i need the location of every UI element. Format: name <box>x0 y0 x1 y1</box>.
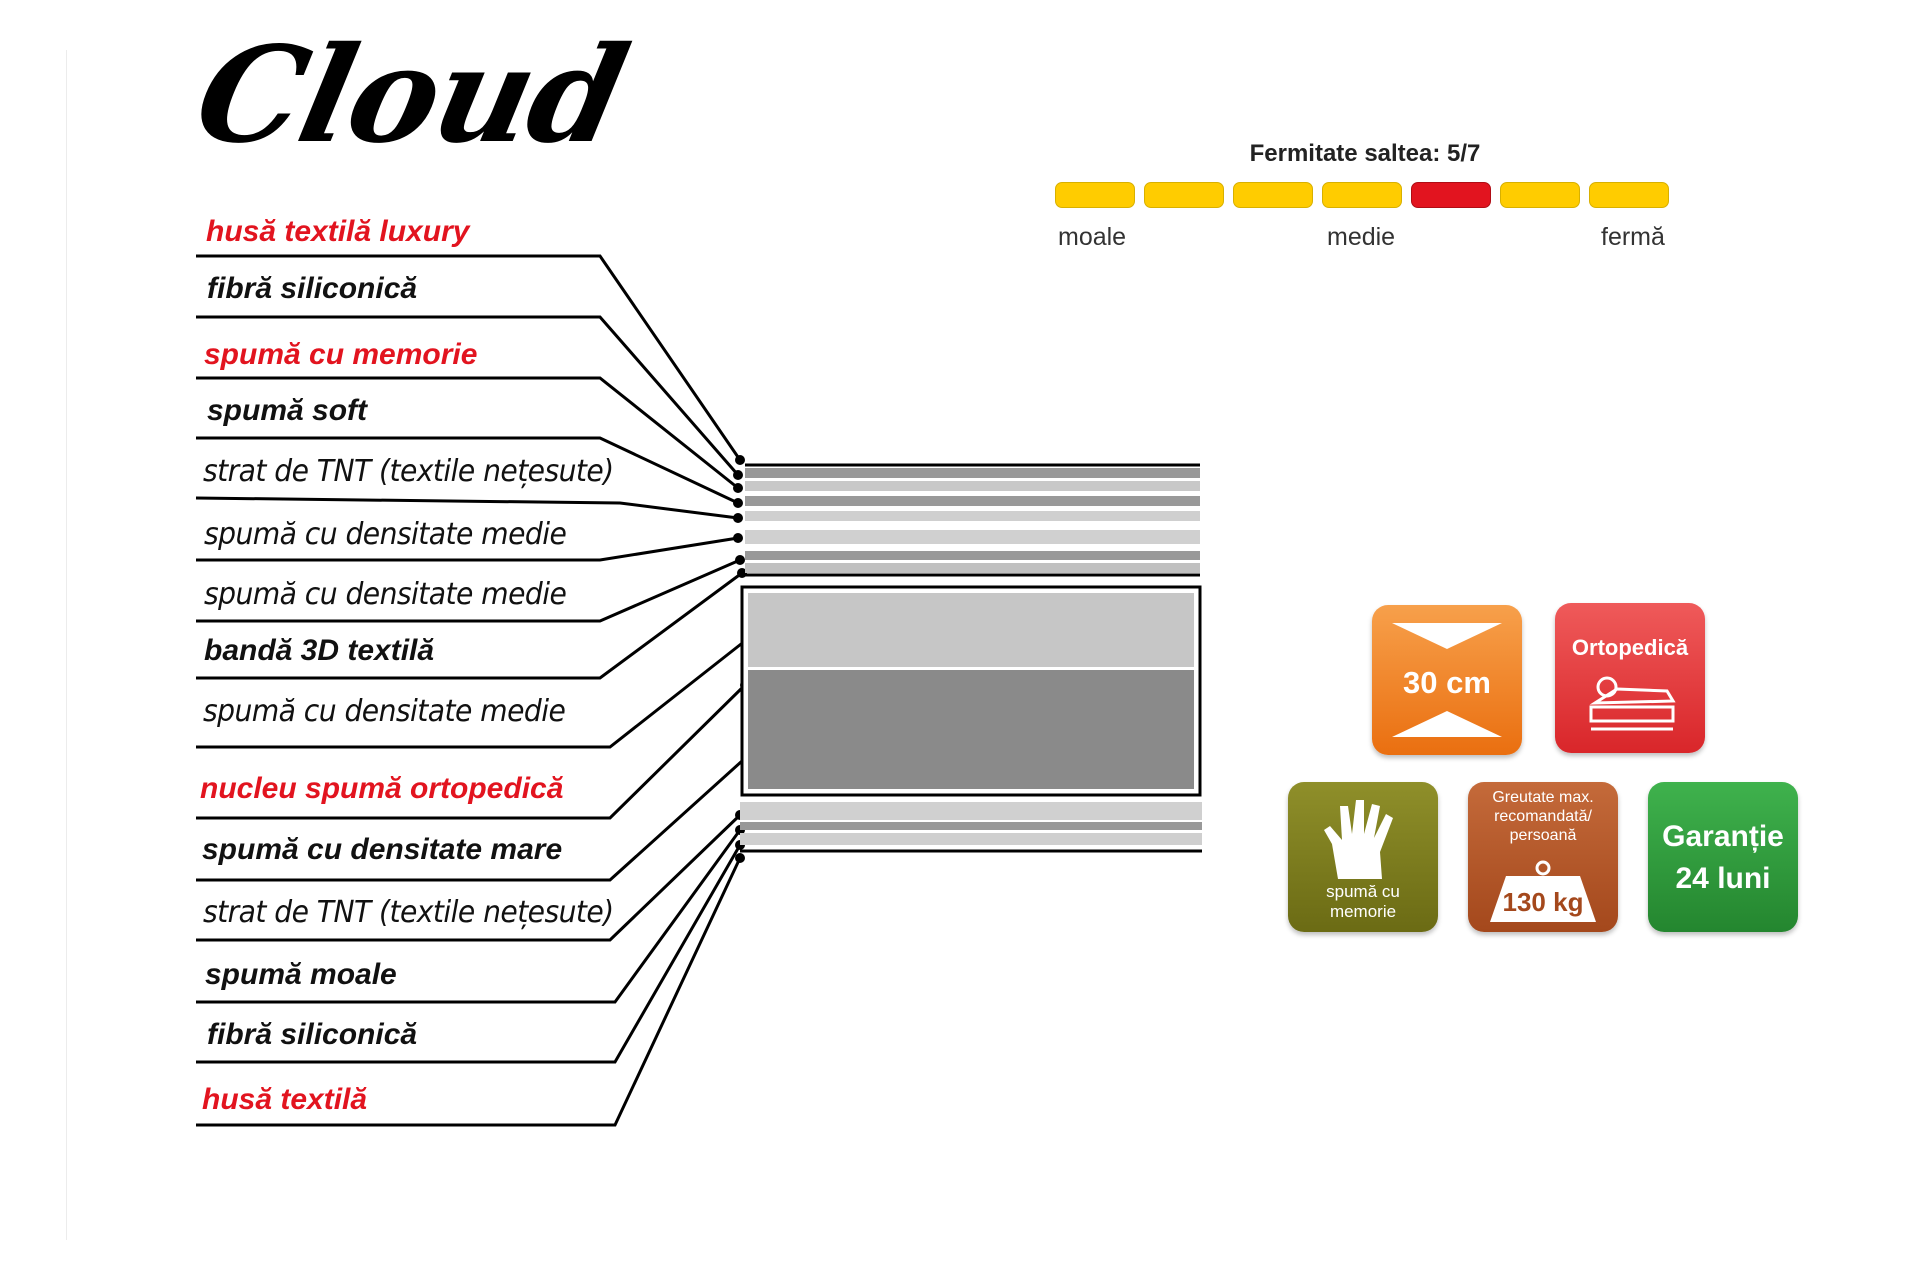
orthopedic-badge: Ortopedică <box>1555 603 1705 753</box>
core-block <box>740 585 1202 797</box>
leader-line-4 <box>196 436 739 505</box>
firmness-segment-7 <box>1589 182 1669 208</box>
firmness-low-label: moale <box>1058 223 1127 251</box>
leader-line-1 <box>196 254 742 461</box>
firmness-segment-4 <box>1322 182 1402 208</box>
layer-label-3: spumă cu memorie <box>204 338 478 371</box>
layer-label-10: nucleu spumă ortopedică <box>200 772 564 805</box>
layer-label-14: fibră siliconică <box>207 1018 418 1051</box>
weight-badge-label: Greutate max. recomandată/ persoană <box>1492 789 1594 845</box>
layer-label-6: spumă cu densitate medie <box>204 517 567 552</box>
warranty-badge-value: 24 luni <box>1675 862 1771 895</box>
leader-line-2 <box>196 315 740 476</box>
leader-line-7 <box>196 558 741 623</box>
layer-label-11: spumă cu densitate mare <box>202 833 563 866</box>
layer-label-15: husă textilă <box>202 1083 368 1116</box>
leader-line-12 <box>196 813 742 942</box>
firmness-high-label: fermă <box>1601 223 1665 251</box>
layer-label-8: bandă 3D textilă <box>204 634 435 667</box>
top-layers <box>745 463 1200 577</box>
layer-label-9: spumă cu densitate medie <box>203 694 566 729</box>
height-badge: 30 cm <box>1372 605 1522 755</box>
firmness-segment-6 <box>1500 182 1580 208</box>
weight-badge-value: 130 kg <box>1502 887 1584 917</box>
layer-label-5: strat de TNT (textile nețesute) <box>203 454 614 489</box>
page-edge-line <box>66 50 67 1240</box>
memory-foam-badge-label: spumă cu memorie <box>1326 882 1400 921</box>
layer-label-2: fibră siliconică <box>207 272 418 305</box>
warranty-badge-label: Garanție <box>1662 820 1784 853</box>
leader-line-5 <box>195 496 739 520</box>
firmness-segment-2 <box>1144 182 1224 208</box>
leader-line-13 <box>196 829 742 1004</box>
leader-line-9 <box>196 635 751 749</box>
memory-foam-badge: spumă cu memorie <box>1288 782 1438 932</box>
weight-badge: Greutate max. recomandată/ persoană 130 … <box>1468 782 1618 932</box>
layer-label-7: spumă cu densitate medie <box>204 577 567 612</box>
layer-label-1: husă textilă luxury <box>206 215 470 248</box>
firmness-segment-5 <box>1411 182 1491 208</box>
leader-line-14 <box>196 844 742 1064</box>
height-badge-label: 30 cm <box>1403 665 1491 700</box>
height-arrows-icon <box>1392 623 1502 737</box>
firmness-mid-label: medie <box>1327 223 1396 251</box>
body-on-mattress-icon <box>1589 676 1676 731</box>
layer-label-13: spumă moale <box>205 958 397 991</box>
leader-line-8 <box>196 571 743 680</box>
firmness-segment-1 <box>1055 182 1135 208</box>
leader-line-6 <box>196 536 739 562</box>
orthopedic-badge-label: Ortopedică <box>1571 635 1689 660</box>
firmness-title: Fermitate saltea: 5/7 <box>1249 140 1481 167</box>
leader-line-3 <box>196 376 739 490</box>
hand-print-icon <box>1324 800 1393 879</box>
layer-label-12: strat de TNT (textile nețesute) <box>203 895 614 930</box>
weight-icon <box>1490 860 1596 922</box>
leader-line-11 <box>196 750 754 882</box>
leader-line-10 <box>196 683 747 820</box>
leader-line-15 <box>196 857 742 1127</box>
layer-label-4: spumă soft <box>207 394 368 427</box>
warranty-badge: Garanție 24 luni <box>1648 782 1798 932</box>
bottom-layers <box>740 802 1202 853</box>
firmness-segment-3 <box>1233 182 1313 208</box>
